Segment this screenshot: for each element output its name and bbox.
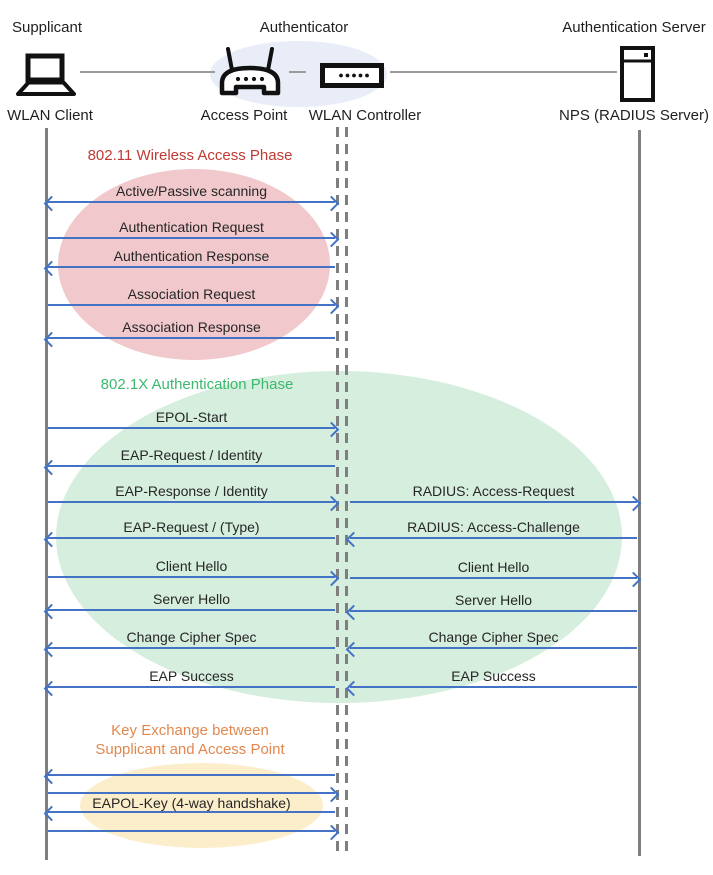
device-label-wlan-client: WLAN Client: [7, 107, 93, 124]
message-arrow-eapol-key-4-way-handshake: [43, 805, 335, 821]
message-arrow-client-hello: [48, 570, 340, 586]
message-label: Association Request: [127, 286, 256, 302]
message-label: EPOL-Start: [155, 409, 228, 425]
role-label-supplicant: Supplicant: [11, 19, 83, 36]
access-point-icon: [219, 47, 281, 96]
message-label: EAP-Request / (Type): [123, 519, 260, 535]
message-label: EAPOL-Key (4-way handshake): [92, 795, 291, 811]
message-label: Change Cipher Spec: [126, 629, 257, 645]
message-arrow-client-hello: [350, 571, 642, 587]
role-label-authenticator: Authenticator: [259, 19, 349, 36]
message-arrow-authentication-request: [48, 231, 340, 247]
lifeline-radius-server: [638, 130, 641, 856]
message-label: EAP Success: [149, 668, 234, 684]
message-arrow: [48, 824, 340, 840]
lifeline-authenticator-right: [345, 127, 348, 852]
phase-title-key-exchange-line1: Key Exchange between: [111, 722, 269, 739]
message-arrow-eap-success: [43, 680, 335, 696]
message-arrow-eap-response-identity: [48, 495, 340, 511]
server-icon: [620, 46, 655, 102]
message-label: RADIUS: Access-Request: [412, 483, 575, 499]
message-arrow-change-cipher-spec: [43, 641, 335, 657]
message-arrow-eap-request-type: [43, 531, 335, 547]
message-label: Server Hello: [152, 591, 231, 607]
message-label: EAP Success: [451, 668, 536, 684]
message-arrow-radius-access-challenge: [345, 531, 637, 547]
message-label: Authentication Request: [119, 219, 264, 235]
connector-ap-controller: [289, 71, 306, 73]
phase-title-key-exchange-line2: Supplicant and Access Point: [95, 741, 285, 758]
message-label: Authentication Response: [113, 248, 270, 264]
message-label: Change Cipher Spec: [428, 629, 559, 645]
message-arrow-association-request: [48, 298, 340, 314]
message-arrow: [43, 768, 335, 784]
phase-80211-ellipse: [58, 169, 330, 360]
message-label: RADIUS: Access-Challenge: [407, 519, 580, 535]
message-arrow-authentication-response: [43, 260, 335, 276]
message-arrow-change-cipher-spec: [345, 641, 637, 657]
message-arrow-active-passive-scanning: [43, 195, 340, 211]
message-label: Association Response: [122, 319, 261, 335]
phase-title-key-exchange: Key Exchange between Supplicant and Acce…: [95, 721, 284, 759]
message-label: Active/Passive scanning: [116, 183, 267, 199]
message-arrow-server-hello: [345, 604, 637, 620]
message-arrow: [48, 786, 340, 802]
message-arrow-epol-start: [48, 421, 340, 437]
device-label-wlan-controller: WLAN Controller: [308, 107, 422, 124]
message-label: EAP-Request / Identity: [120, 447, 263, 463]
lifeline-wlan-client: [45, 128, 48, 860]
controller-icon: [320, 63, 384, 88]
message-arrow-eap-success: [345, 680, 637, 696]
message-arrow-radius-access-request: [350, 495, 642, 511]
device-label-nps: NPS (RADIUS Server): [558, 107, 710, 124]
message-label: Client Hello: [457, 559, 530, 575]
connector-client-ap: [80, 71, 215, 73]
laptop-icon: [16, 53, 76, 96]
device-label-access-point: Access Point: [200, 107, 288, 124]
phase-title-8021x: 802.1X Authentication Phase: [100, 376, 294, 393]
connector-controller-server: [390, 71, 617, 73]
message-arrow-eap-request-identity: [43, 459, 335, 475]
phase-title-80211: 802.11 Wireless Access Phase: [87, 147, 293, 164]
message-arrow-association-response: [43, 331, 335, 347]
role-label-auth-server: Authentication Server: [562, 19, 706, 36]
lifeline-authenticator-left: [336, 127, 339, 852]
phase-key-exchange-ellipse: [80, 763, 323, 848]
message-label: Client Hello: [155, 558, 228, 574]
message-label: Server Hello: [454, 592, 533, 608]
message-label: EAP-Response / Identity: [115, 483, 268, 499]
message-arrow-server-hello: [43, 603, 335, 619]
